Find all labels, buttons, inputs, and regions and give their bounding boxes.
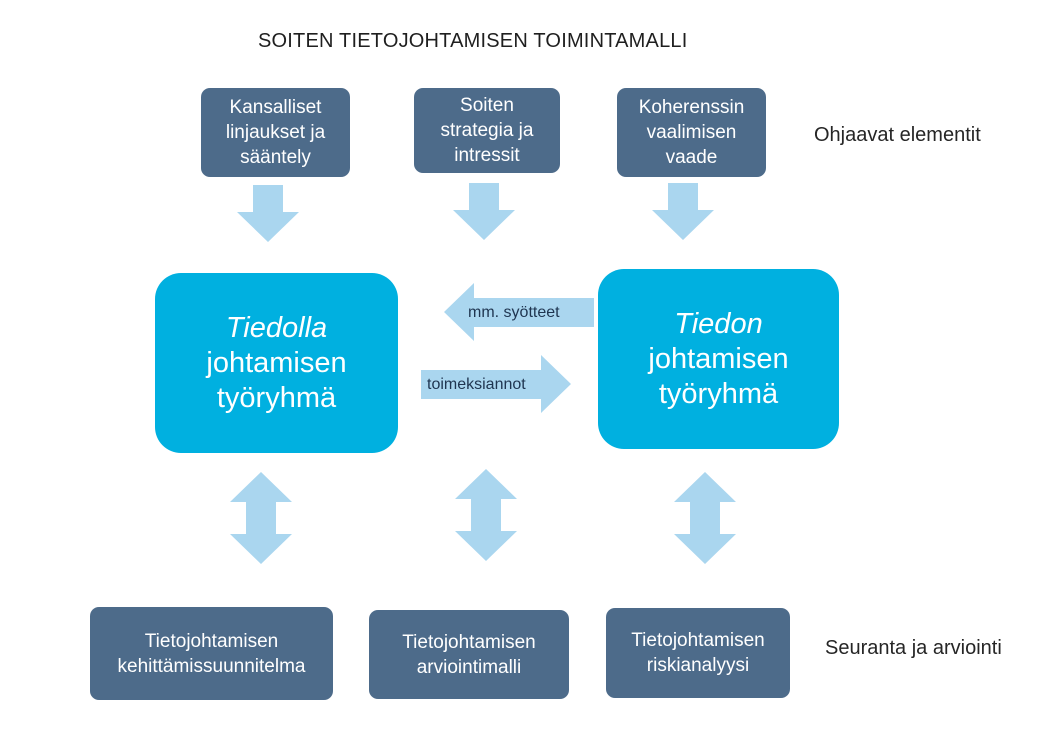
- bottom-box-evaluation-model: Tietojohtamisen arviointimalli: [369, 610, 569, 699]
- center-box-knowledge-management-group: Tiedolla johtamisen työryhmä: [155, 273, 398, 453]
- center-box-right-line3: työryhmä: [658, 377, 779, 410]
- side-label-guiding-elements: Ohjaavat elementit: [814, 124, 981, 146]
- double-arrow-3: [674, 472, 736, 564]
- center-box-right-line2: johtamisen: [648, 342, 789, 375]
- down-arrow-2: [453, 183, 515, 240]
- center-box-left-line1: Tiedolla: [225, 311, 328, 344]
- bottom-box-evaluation-model-text: Tietojohtamisen arviointimalli: [402, 631, 536, 678]
- double-arrow-1: [230, 472, 292, 564]
- center-box-right-line1: Tiedon: [674, 307, 763, 340]
- left-arrow: [444, 283, 594, 341]
- side-label-monitoring: Seuranta ja arviointi: [825, 637, 1002, 659]
- center-box-information-management-group: Tiedon johtamisen työryhmä: [598, 269, 839, 449]
- right-arrow: [421, 355, 571, 413]
- diagram-title: SOITEN TIETOJOHTAMISEN TOIMINTAMALLI: [258, 30, 688, 52]
- bottom-box-risk-analysis-text: Tietojohtamisen riskianalyysi: [631, 630, 765, 676]
- arrow-label-assignments: toimeksiannot: [427, 376, 526, 393]
- down-arrow-3: [652, 183, 714, 240]
- top-box-national-policies-text: Kansalliset linjaukset ja sääntely: [225, 97, 326, 168]
- bottom-box-development-plan: Tietojohtamisen kehittämissuunnitelma: [90, 607, 333, 700]
- center-box-left-line3: työryhmä: [216, 381, 337, 414]
- bottom-box-risk-analysis: Tietojohtamisen riskianalyysi: [606, 608, 790, 698]
- center-box-left-line2: johtamisen: [206, 346, 347, 379]
- double-arrow-2: [455, 469, 517, 561]
- top-box-coherence: Koherenssin vaalimisen vaade: [617, 88, 766, 177]
- arrow-label-inputs: mm. syötteet: [468, 304, 560, 321]
- top-box-soite-strategy-text: Soiten strategia ja intressit: [440, 95, 534, 166]
- top-box-national-policies: Kansalliset linjaukset ja sääntely: [201, 88, 350, 177]
- down-arrow-1: [237, 185, 299, 242]
- bottom-box-development-plan-text: Tietojohtamisen kehittämissuunnitelma: [117, 630, 306, 677]
- top-box-soite-strategy: Soiten strategia ja intressit: [414, 88, 560, 173]
- top-box-coherence-text: Koherenssin vaalimisen vaade: [638, 97, 745, 168]
